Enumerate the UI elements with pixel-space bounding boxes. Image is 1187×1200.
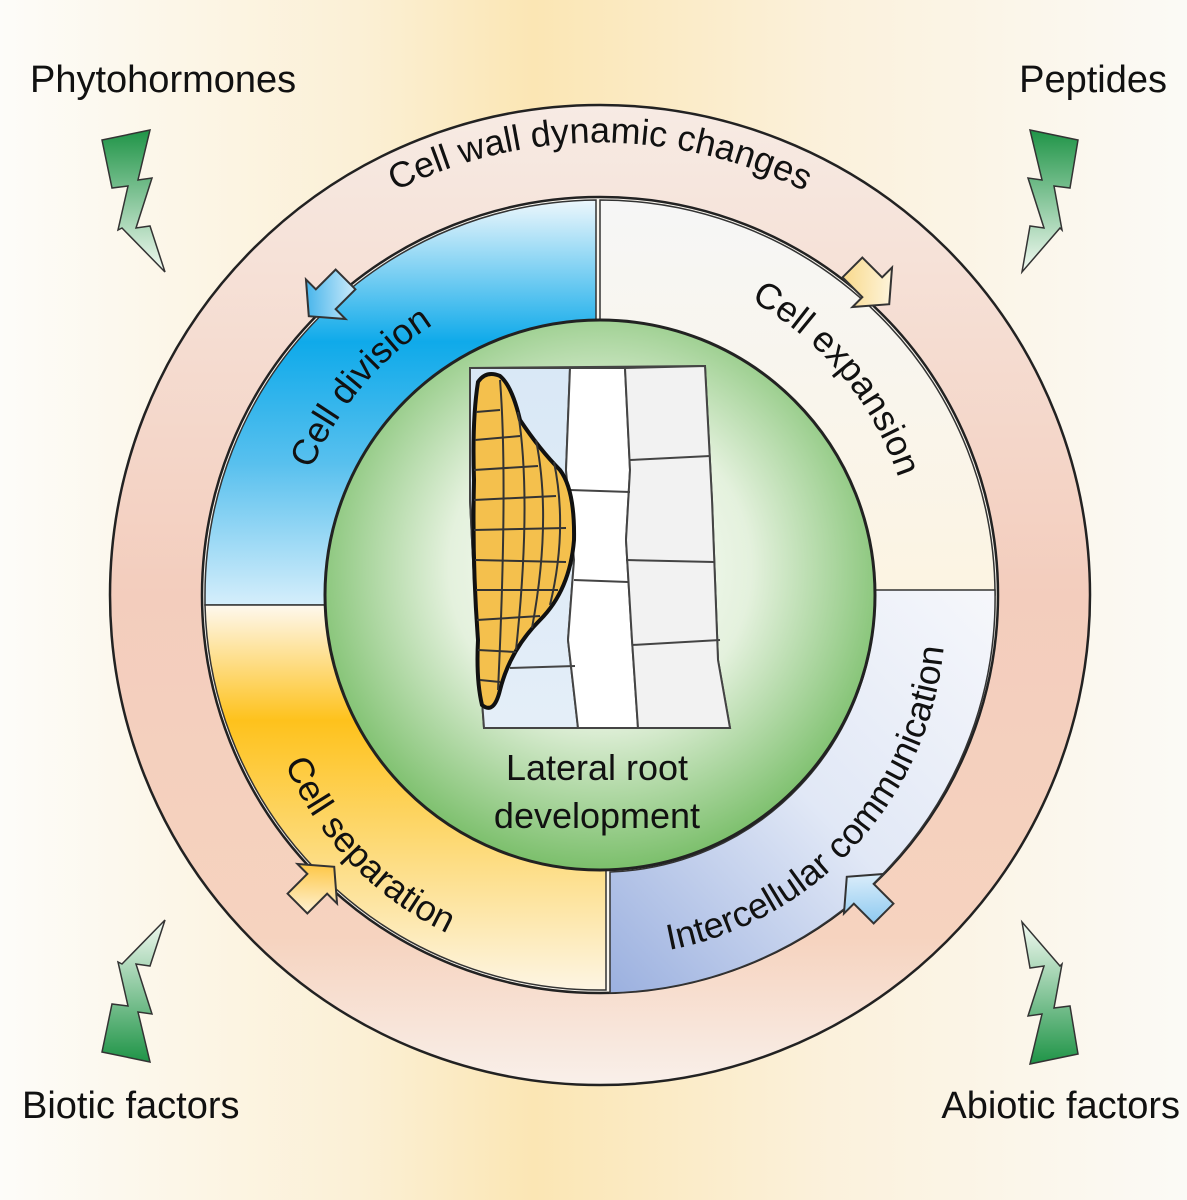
arrow-icon (286, 862, 339, 915)
abiotic-factors-label: Abiotic factors (941, 1085, 1180, 1127)
center-title-line1: Lateral root (506, 747, 688, 788)
lightning-bolt-icon (1020, 129, 1079, 275)
root-illustration (469, 364, 732, 729)
phytohormones-label: Phytohormones (30, 59, 296, 101)
arrow-icon (841, 256, 894, 309)
lightning-bolt-icon (1020, 919, 1079, 1065)
lightning-bolt-icon (101, 919, 166, 1063)
arrow-icon (304, 268, 357, 321)
peptides-label: Peptides (1019, 59, 1167, 101)
lightning-bolt-icon (101, 129, 166, 273)
center-title-line2: development (494, 795, 700, 836)
arrow-icon (842, 872, 895, 925)
biotic-factors-label: Biotic factors (22, 1085, 240, 1127)
